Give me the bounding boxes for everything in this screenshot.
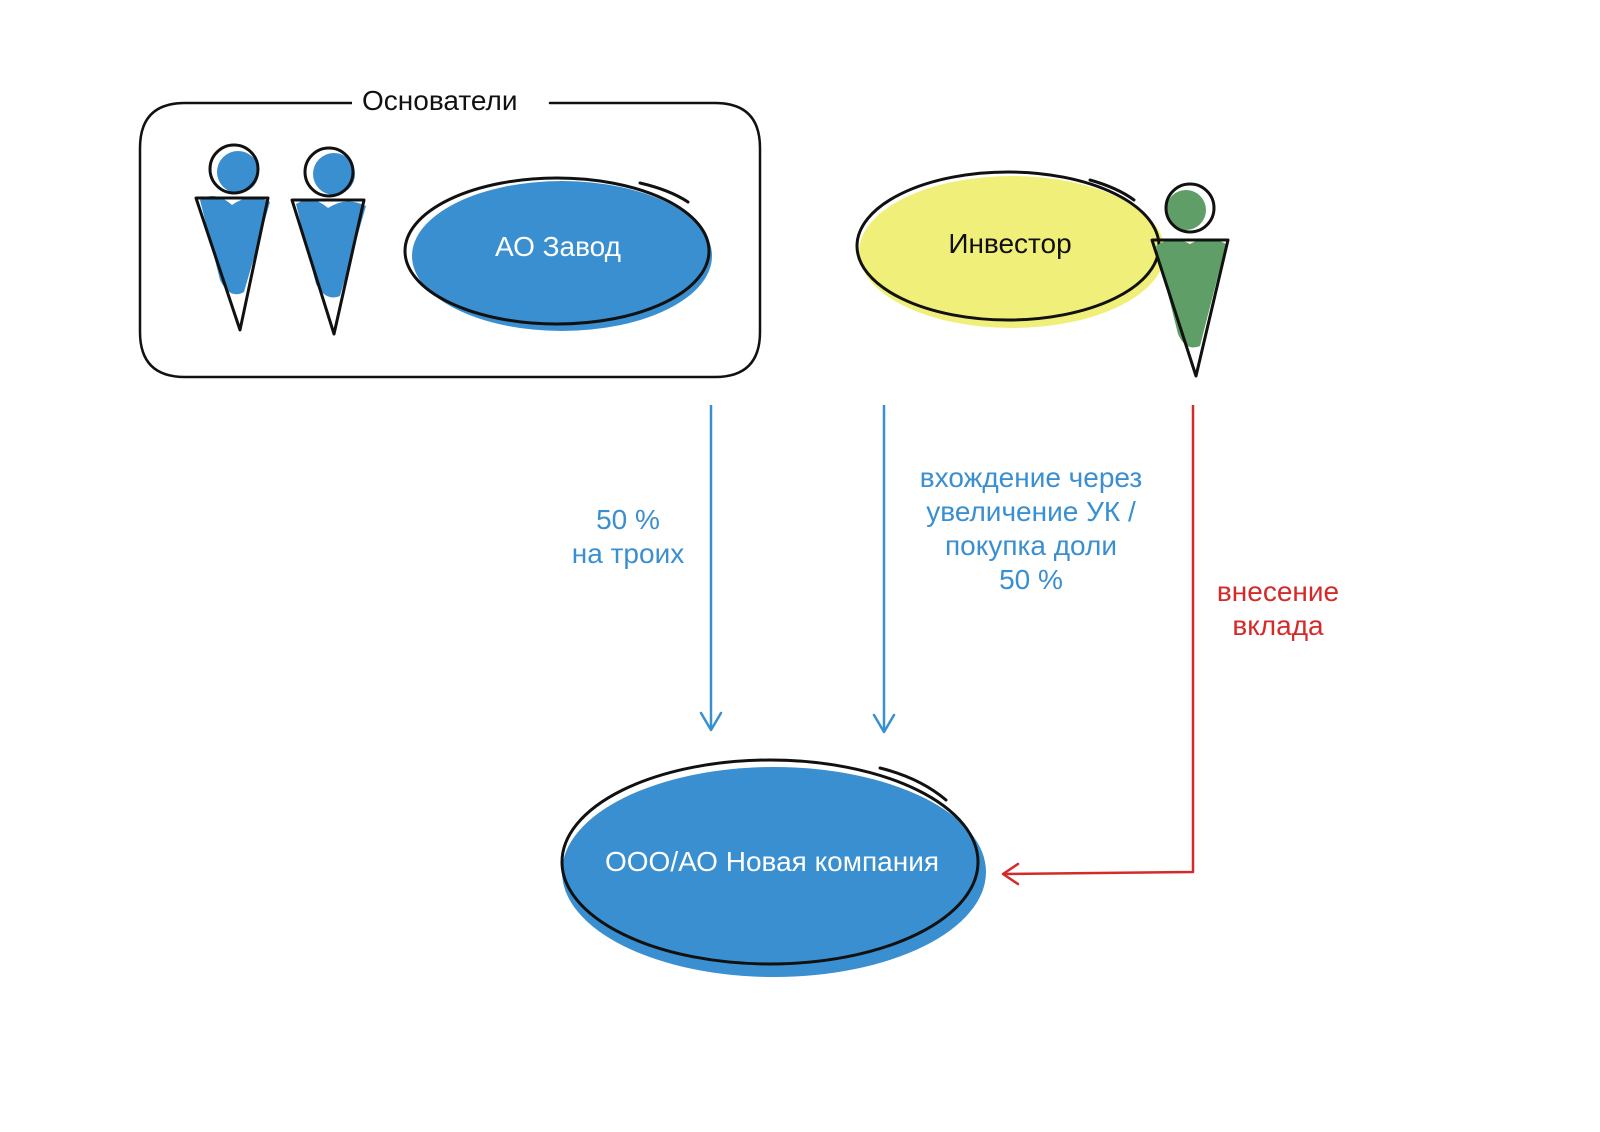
investor-share-line-4: 50 % [999, 564, 1063, 595]
founders-group-title: Основатели [352, 84, 528, 118]
arrow-down-icon [699, 711, 723, 732]
investor-node [855, 170, 1165, 328]
investor-person-icon [1150, 182, 1230, 378]
founders-share-line-1: 50 % [596, 504, 660, 535]
investor-share-arrow [872, 405, 896, 734]
ao-zavod-node [403, 176, 712, 331]
investor-share-line-2: увеличение УК / [926, 496, 1136, 527]
investor-share-line-1: вхождение через [919, 462, 1143, 493]
founders-group-frame [138, 101, 762, 379]
founders-share-line-2: на троих [571, 538, 685, 569]
founder-person-2-icon [290, 146, 366, 336]
contribution-line-1: внесение [1216, 576, 1340, 607]
new-company-label: ООО/АО Новая компания [605, 846, 939, 877]
founders-share-arrow [699, 405, 723, 732]
contribution-line-2: вклада [1232, 610, 1324, 641]
investor-share-label: вхождение через увеличение УК / покупка … [890, 461, 1172, 597]
founder-person-1-icon [194, 143, 270, 332]
founders-share-label: 50 % на троих [528, 503, 728, 571]
arrow-down-icon [872, 713, 896, 734]
contribution-arrow [1001, 405, 1195, 886]
investor-share-line-3: покупка доли [945, 530, 1117, 561]
new-company-node [560, 758, 986, 977]
ao-zavod-label: АО Завод [495, 231, 621, 262]
arrow-left-icon [1001, 862, 1020, 886]
contribution-label: внесение вклада [1198, 575, 1358, 643]
investor-label: Инвестор [948, 228, 1072, 259]
